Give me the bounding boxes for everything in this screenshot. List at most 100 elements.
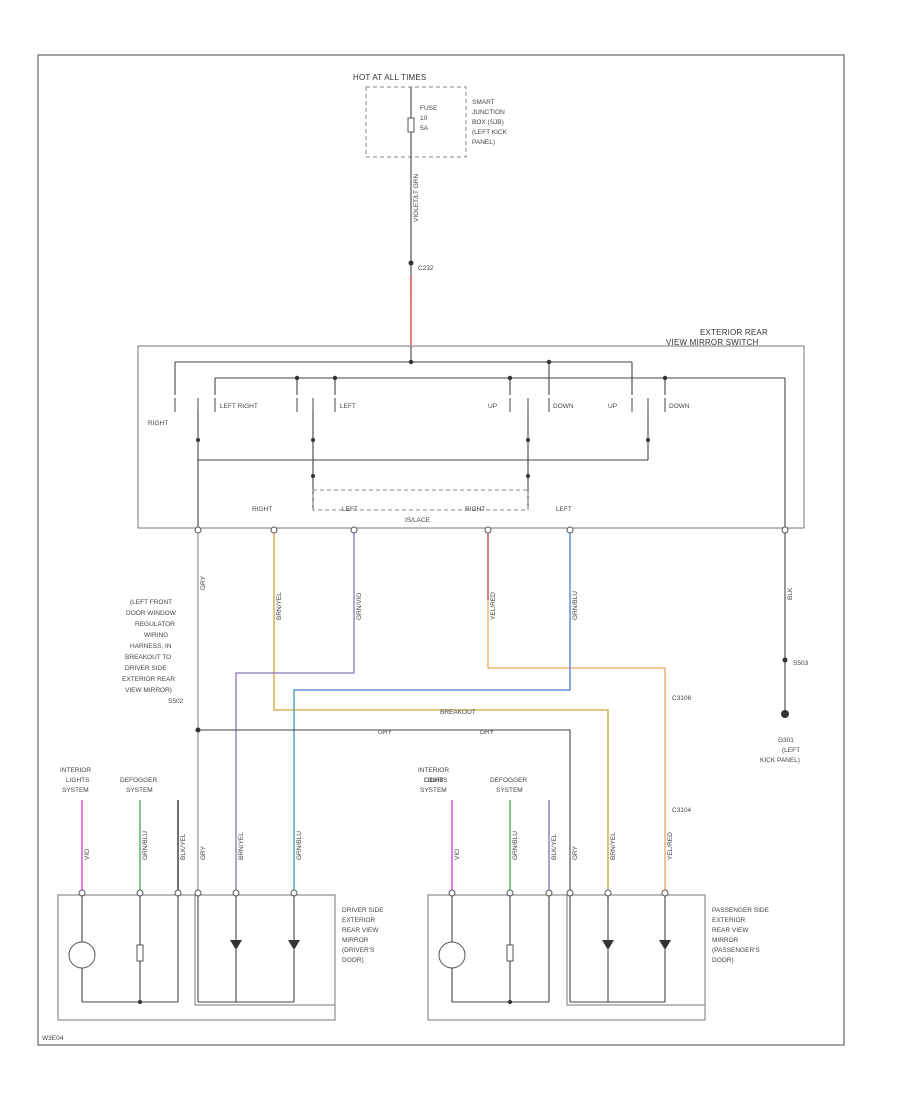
switch-label-up-1: UP <box>488 403 497 410</box>
linked-switch-dash <box>312 489 529 511</box>
driver-lamp-icon <box>68 941 96 969</box>
fuse-label-1: FUSE <box>420 105 438 112</box>
passenger-defogger-label: DEFOGGER SYSTEM <box>490 777 528 794</box>
s503-label: S503 <box>793 660 809 667</box>
switch-label-right-b1: RIGHT <box>252 506 272 513</box>
c232-connector <box>408 260 414 266</box>
passenger-wire-label-3: GRY <box>572 845 579 860</box>
svg-text:SYSTEM: SYSTEM <box>126 787 153 794</box>
svg-text:WIRING: WIRING <box>144 632 168 639</box>
svg-text:DOOR): DOOR) <box>712 957 734 964</box>
svg-text:DRIVER SIDE: DRIVER SIDE <box>125 665 167 672</box>
passenger-motor-v-icon <box>659 940 671 950</box>
driver-mirror-terminals <box>78 889 298 897</box>
yel-red-wire <box>487 533 666 890</box>
driver-wire-label-0: VIO <box>84 849 91 860</box>
s502-splice <box>195 727 201 733</box>
gry-label-left: GRY <box>378 729 393 736</box>
svg-text:(LEFT FRONT: (LEFT FRONT <box>130 599 172 606</box>
svg-text:SYSTEM: SYSTEM <box>496 787 523 794</box>
s503-splice <box>782 657 788 663</box>
grn-blu-wire <box>293 533 571 890</box>
switch-label-left-b1: LEFT <box>342 506 358 513</box>
svg-text:BREAKOUT TO: BREAKOUT TO <box>125 654 171 661</box>
svg-text:MIRROR: MIRROR <box>712 937 739 944</box>
wire-label-blk: BLK <box>787 587 794 600</box>
svg-text:DOOR WINDOW: DOOR WINDOW <box>126 610 177 617</box>
svg-text:DEFOGGER: DEFOGGER <box>120 777 158 784</box>
switch-contacts <box>174 398 666 412</box>
passenger-motor-h-icon <box>602 940 614 950</box>
harness-note: (LEFT FRONT DOOR WINDOW REGULATOR WIRING… <box>122 599 184 705</box>
driver-wire-label-4: BRN/YEL <box>238 832 245 860</box>
driver-wire-label-3: GRY <box>200 845 207 860</box>
passenger-wire-label-1: GRN/BLU <box>512 831 519 860</box>
c3104-label: C3104 <box>672 807 692 814</box>
sjb-label-4: (LEFT KICK <box>472 129 508 136</box>
svg-text:LIGHTS: LIGHTS <box>66 777 90 784</box>
svg-text:INTERIOR: INTERIOR <box>418 767 449 774</box>
ground-id: G301 <box>778 737 794 744</box>
wire-label-grn-blu: GRN/BLU <box>572 591 579 620</box>
passenger-heater-icon <box>506 944 514 962</box>
driver-motor-v-icon <box>288 940 300 950</box>
driver-wire-label-1: GRN/BLU <box>142 831 149 860</box>
switch-label-right-b2: RIGHT <box>465 506 485 513</box>
svg-text:REAR VIEW: REAR VIEW <box>712 927 749 934</box>
svg-text:PASSENGER SIDE: PASSENGER SIDE <box>712 907 770 914</box>
switch-title-1: EXTERIOR REAR <box>700 328 768 337</box>
passenger-interior-lights-label: INTERIOR LIGHTS SYSTEM <box>418 767 449 794</box>
svg-text:S502: S502 <box>168 698 184 705</box>
svg-text:DOOR): DOOR) <box>342 957 364 964</box>
svg-text:MIRROR: MIRROR <box>342 937 369 944</box>
grn-vio-wire <box>235 533 355 890</box>
svg-text:SYSTEM: SYSTEM <box>62 787 89 794</box>
driver-motor-h-icon <box>230 940 242 950</box>
svg-text:(PASSENGER'S: (PASSENGER'S <box>712 947 760 954</box>
mirror-switch-box <box>137 345 805 529</box>
switch-label-left-b2: LEFT <box>556 506 572 513</box>
feed-wire-label: VIOLET/LT GRN <box>413 174 420 222</box>
driver-defogger-label: DEFOGGER SYSTEM <box>120 777 158 794</box>
svg-text:EXTERIOR: EXTERIOR <box>712 917 746 924</box>
sjb-label-2: JUNCTION <box>472 109 505 116</box>
svg-text:EXTERIOR REAR: EXTERIOR REAR <box>122 676 175 683</box>
switch-label-up-2: UP <box>608 403 617 410</box>
switch-label-left-right: LEFT RIGHT <box>220 403 258 410</box>
svg-text:REAR VIEW: REAR VIEW <box>342 927 379 934</box>
fuse-icon <box>407 117 415 133</box>
svg-text:VIEW MIRROR): VIEW MIRROR) <box>125 687 172 694</box>
switch-label-center: IS/LACE <box>405 517 431 524</box>
wire-label-brn-yel: BRN/YEL <box>276 592 283 620</box>
gry-label-right: GRY <box>480 729 495 736</box>
passenger-lamp-icon <box>438 941 466 969</box>
passenger-mirror-label: PASSENGER SIDE EXTERIOR REAR VIEW MIRROR… <box>712 907 770 964</box>
brn-yel-wire <box>273 533 609 890</box>
svg-text:LIGHTS: LIGHTS <box>424 777 448 784</box>
driver-wire-label-2: BLK/YEL <box>180 833 187 860</box>
driver-interior-lights-label: INTERIOR LIGHTS SYSTEM <box>60 767 91 794</box>
wire-label-gry: GRY <box>200 575 207 590</box>
gry-crossover-wire <box>198 729 571 890</box>
svg-text:SYSTEM: SYSTEM <box>420 787 447 794</box>
switch-label-down-1: DOWN <box>553 403 574 410</box>
breakout-label: BREAKOUT <box>440 709 476 716</box>
ground-loc-1: (LEFT <box>782 747 800 754</box>
svg-text:HARNESS, IN: HARNESS, IN <box>130 643 172 650</box>
fuse-label-3: 5A <box>420 125 429 132</box>
driver-motor-box <box>194 894 336 1006</box>
driver-mirror-label: DRIVER SIDE EXTERIOR REAR VIEW MIRROR (D… <box>342 907 384 964</box>
passenger-wire-label-5: YEL/RED <box>667 832 674 860</box>
fuse-label-2: 10 <box>420 115 428 122</box>
c3108-label: C3108 <box>424 777 444 784</box>
switch-terminals <box>194 526 789 534</box>
passenger-motor-box <box>566 894 706 1006</box>
driver-wire-label-5: GRN/BLU <box>296 831 303 860</box>
svg-text:DRIVER SIDE: DRIVER SIDE <box>342 907 384 914</box>
switch-label-down-2: DOWN <box>669 403 690 410</box>
driver-heater-icon <box>136 944 144 962</box>
svg-text:INTERIOR: INTERIOR <box>60 767 91 774</box>
svg-text:(DRIVER'S: (DRIVER'S <box>342 947 375 954</box>
switch-label-right: RIGHT <box>148 420 168 427</box>
c3106-label: C3106 <box>672 695 692 702</box>
